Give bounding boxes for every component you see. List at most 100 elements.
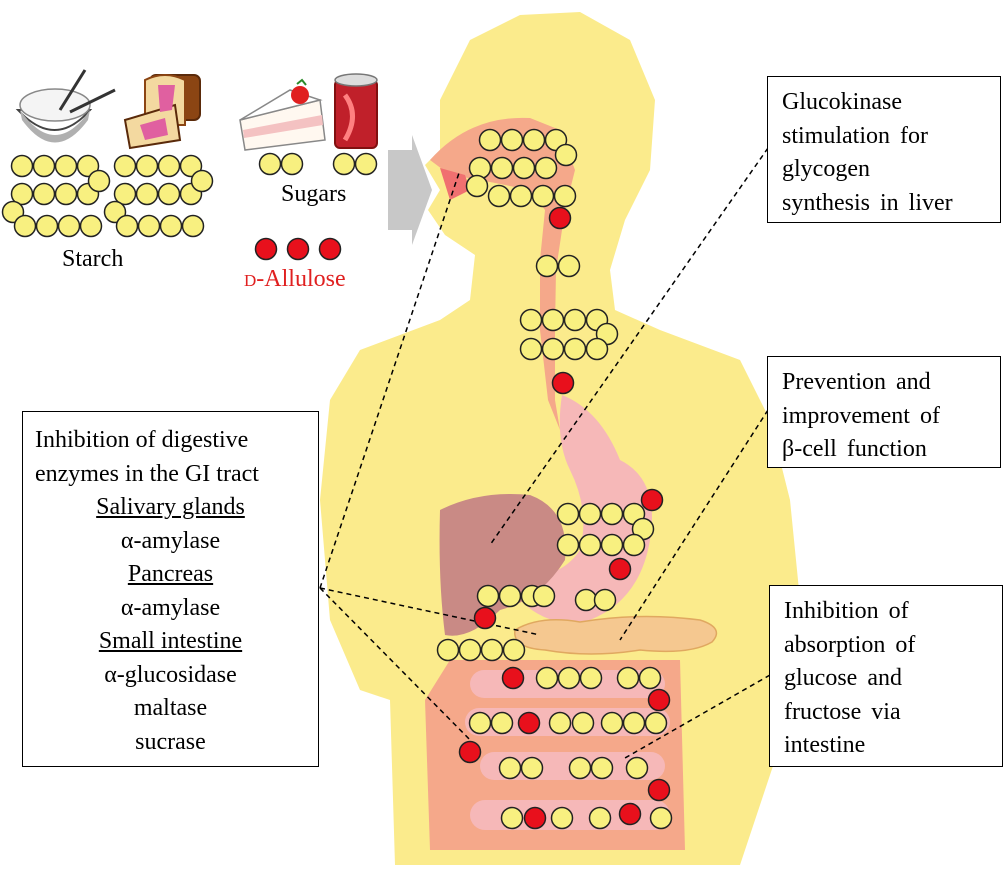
- allulose-molecule: [458, 740, 482, 764]
- glucose-molecule: [541, 337, 565, 361]
- glucose-molecule: [500, 806, 524, 830]
- allulose-rest: -Allulose: [256, 266, 346, 292]
- glucose-molecule: [519, 308, 543, 332]
- glucose-molecule: [502, 638, 526, 662]
- glucose-molecule: [32, 154, 56, 178]
- glucose-molecule: [541, 308, 565, 332]
- box-line: Inhibition of digestive: [35, 427, 249, 453]
- allulose-molecule: [548, 206, 572, 230]
- glucose-molecule: [519, 337, 543, 361]
- glucose-molecule: [490, 156, 514, 180]
- glucose-molecule: [554, 143, 578, 167]
- starch-label: Starch: [62, 246, 124, 272]
- box-line: β-cell function: [782, 436, 927, 462]
- glucose-molecule: [87, 169, 111, 193]
- leader-intestine: [319, 587, 481, 751]
- leader-absorption: [624, 674, 771, 759]
- allulose-molecule: [286, 237, 310, 261]
- allulose-molecule: [551, 371, 575, 395]
- sugars-label: Sugars: [281, 181, 347, 207]
- glucose-molecule: [600, 502, 624, 526]
- glucose-molecule: [280, 152, 304, 176]
- glucose-molecule: [535, 254, 559, 278]
- glucose-molecule: [563, 337, 587, 361]
- glucose-molecule: [557, 666, 581, 690]
- glucose-molecule: [531, 184, 555, 208]
- glucose-molecule: [512, 156, 536, 180]
- glucose-molecule: [522, 128, 546, 152]
- glucose-molecule: [478, 128, 502, 152]
- leader-pancreas: [319, 587, 541, 636]
- glucose-molecule: [115, 214, 139, 238]
- cake-icon: [239, 78, 326, 151]
- box-line: Prevention and: [782, 369, 931, 395]
- molecule-circles: [1, 128, 673, 830]
- glucose-molecule: [179, 154, 203, 178]
- enzyme-item: α-glucosidase: [104, 661, 237, 688]
- allulose-label: D-Allulose: [244, 266, 346, 293]
- digestive-enzymes-box: Inhibition of digestive enzymes in the G…: [22, 411, 319, 767]
- allulose-molecule: [523, 806, 547, 830]
- glucose-molecule: [509, 184, 533, 208]
- glucose-molecule: [585, 337, 609, 361]
- allulose-molecule: [517, 711, 541, 735]
- glucose-molecule: [571, 711, 595, 735]
- allulose-prefix: D: [244, 271, 257, 290]
- box-line: improvement of: [782, 402, 940, 429]
- intake-arrow: [388, 135, 432, 245]
- glucose-molecule: [548, 711, 572, 735]
- allulose-molecule: [618, 802, 642, 826]
- glucose-molecule: [190, 169, 214, 193]
- glucose-molecule: [579, 666, 603, 690]
- glucose-molecule: [468, 711, 492, 735]
- section-heading-salivary: Salivary glands: [96, 494, 245, 520]
- glucose-molecule: [458, 638, 482, 662]
- allulose-molecule: [473, 606, 497, 630]
- allulose-molecule: [318, 237, 342, 261]
- glucose-molecule: [534, 156, 558, 180]
- glucose-molecule: [181, 214, 205, 238]
- glucose-molecule: [600, 533, 624, 557]
- absorption-box: Inhibition of absorption of glucose and …: [769, 585, 1003, 767]
- glucose-molecule: [574, 588, 598, 612]
- glucose-molecule: [332, 152, 356, 176]
- glucose-molecule: [556, 502, 580, 526]
- glucokinase-box: Glucokinase stimulation for glycogen syn…: [767, 76, 1001, 223]
- glucose-molecule: [622, 533, 646, 557]
- glucose-molecule: [557, 254, 581, 278]
- glucose-molecule: [113, 154, 137, 178]
- glucose-molecule: [644, 711, 668, 735]
- allulose-molecule: [640, 488, 664, 512]
- allulose-molecule: [647, 778, 671, 802]
- glucose-molecule: [157, 182, 181, 206]
- glucose-molecule: [157, 154, 181, 178]
- glucose-molecule: [135, 154, 159, 178]
- glucose-molecule: [113, 182, 137, 206]
- glucose-molecule: [498, 584, 522, 608]
- glucose-molecule: [354, 152, 378, 176]
- glucose-molecule: [590, 756, 614, 780]
- glucose-molecule: [553, 184, 577, 208]
- glucose-molecule: [76, 154, 100, 178]
- box-line: glucose and: [784, 665, 902, 691]
- glucose-molecule: [593, 588, 617, 612]
- allulose-molecule: [254, 237, 278, 261]
- enzyme-item: α-amylase: [120, 594, 221, 621]
- leader-lines: [319, 147, 771, 759]
- glucose-molecule: [79, 214, 103, 238]
- glucose-molecule: [436, 638, 460, 662]
- glucose-molecule: [532, 584, 556, 608]
- glucose-molecule: [588, 806, 612, 830]
- soda-can-icon: [334, 73, 378, 149]
- glucose-molecule: [500, 128, 524, 152]
- bread-icon: [123, 74, 201, 150]
- beta-cell-box: Prevention and improvement of β-cell fun…: [767, 356, 1001, 468]
- box-line: synthesis in liver: [782, 189, 953, 216]
- box-line: intestine: [784, 732, 866, 758]
- leader-salivary: [319, 169, 461, 589]
- glucose-molecule: [550, 806, 574, 830]
- box-line: enzymes in the GI tract: [35, 460, 259, 487]
- glucose-molecule: [520, 756, 544, 780]
- glucose-molecule: [578, 533, 602, 557]
